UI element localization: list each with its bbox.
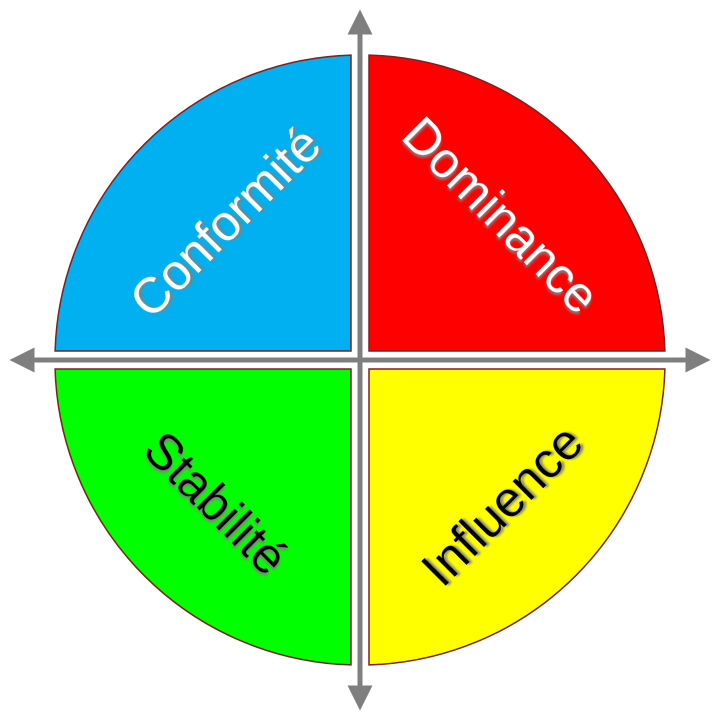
quadrant-dominance [368,54,666,352]
quadrant-conformite [54,54,352,352]
quadrant-influence [368,368,666,666]
quadrant-stabilite [54,368,352,666]
